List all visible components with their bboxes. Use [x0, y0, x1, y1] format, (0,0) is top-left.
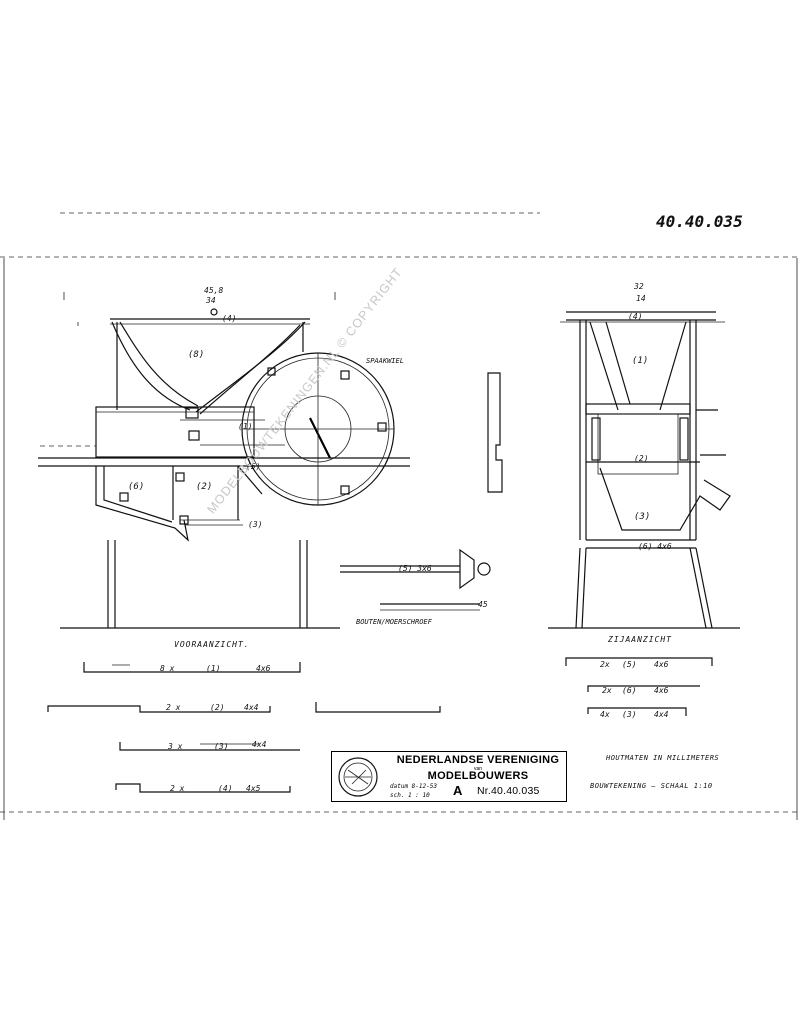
bolt-caption: BOUTEN/MOERSCHROEF: [356, 618, 432, 626]
title-org-line2: MODELBOUWERS: [427, 770, 529, 782]
note-wheel: SPAAKWIEL: [366, 357, 404, 365]
part-row-2-qty: 2 x: [166, 703, 181, 712]
part-row-4-qty: 2 x: [170, 784, 185, 793]
part-row-4-size: 4x5: [246, 784, 261, 793]
callout-5: (5): [246, 462, 261, 471]
part-row-3-qty: 3 x: [168, 742, 183, 751]
side-part-row-1-qty: 2x: [600, 660, 610, 669]
title-org-connector: van: [473, 766, 483, 772]
front-dim-top: 45,8: [204, 286, 224, 295]
title-sheet-letter: A: [453, 783, 463, 798]
front-dim-top2: 34: [206, 296, 216, 305]
part-row-1-size: 4x6: [256, 664, 271, 673]
side-dim-top2: 14: [636, 294, 646, 303]
side-callout-1: (4): [628, 312, 643, 321]
side-callout-3: (3): [634, 512, 651, 522]
title-block: NEDERLANDSE VERENIGING van MODELBOUWERS …: [331, 751, 567, 802]
note-line-1: HOUTMATEN IN MILLIMETERS: [606, 754, 720, 762]
callout-3: (3): [248, 520, 263, 529]
side-view-label: ZIJAANZICHT: [608, 635, 672, 644]
drawing-number-handwritten: 40.40.035: [656, 212, 743, 231]
sheet-border: [0, 212, 800, 820]
side-part-row-2-size: 4x6: [654, 686, 669, 695]
part-row-4-no: (4): [218, 784, 233, 793]
part-row-1-no: (1): [206, 664, 221, 673]
bolt-label: (5) 3x6: [398, 564, 432, 573]
callout-8: (8): [188, 350, 205, 360]
bolt-detail: [340, 548, 491, 611]
parts-bars-front: [47, 662, 441, 793]
side-part-row-2-qty: 2x: [602, 686, 612, 695]
side-callout-8: (1): [632, 356, 649, 366]
side-view: [548, 311, 740, 629]
parts-bars-side: [565, 657, 713, 716]
note-line-2: BOUWTEKENING — SCHAAL 1:10: [590, 782, 713, 790]
callout-4: (4): [222, 314, 237, 323]
side-note-as: (6) 4x6: [638, 542, 672, 551]
part-row-2-size: 4x4: [244, 703, 259, 712]
side-part-row-3-no: (3): [622, 710, 637, 719]
side-part-row-3-qty: 4x: [600, 710, 610, 719]
callout-1: (1): [238, 422, 253, 431]
side-part-row-3-size: 4x4: [654, 710, 669, 719]
title-drawing-number: Nr.40.40.035: [477, 785, 540, 797]
part-row-3-size: 4x4: [252, 740, 267, 749]
society-seal: [338, 757, 378, 797]
title-small-line1: datum 8-12-53: [390, 783, 437, 790]
front-view-label: VOORAANZICHT.: [174, 640, 250, 649]
profile-detail: [487, 372, 503, 493]
side-part-row-1-size: 4x6: [654, 660, 669, 669]
title-org-line1: NEDERLANDSE VERENIGING: [396, 754, 560, 766]
side-callout-2: (2): [634, 454, 649, 463]
front-view: [38, 292, 410, 629]
part-row-1-qty: 8 x: [160, 664, 175, 673]
side-part-row-1-no: (5): [622, 660, 637, 669]
callout-6: (6): [128, 482, 145, 492]
side-dim-top: 32: [634, 282, 644, 291]
part-row-3-no: (3): [214, 742, 229, 751]
title-small-line2: sch. 1 : 10: [390, 792, 430, 799]
part-row-2-no: (2): [210, 703, 225, 712]
callout-2: (2): [196, 482, 213, 492]
side-part-row-2-no: (6): [622, 686, 637, 695]
bolt-dim: 45: [478, 600, 488, 609]
